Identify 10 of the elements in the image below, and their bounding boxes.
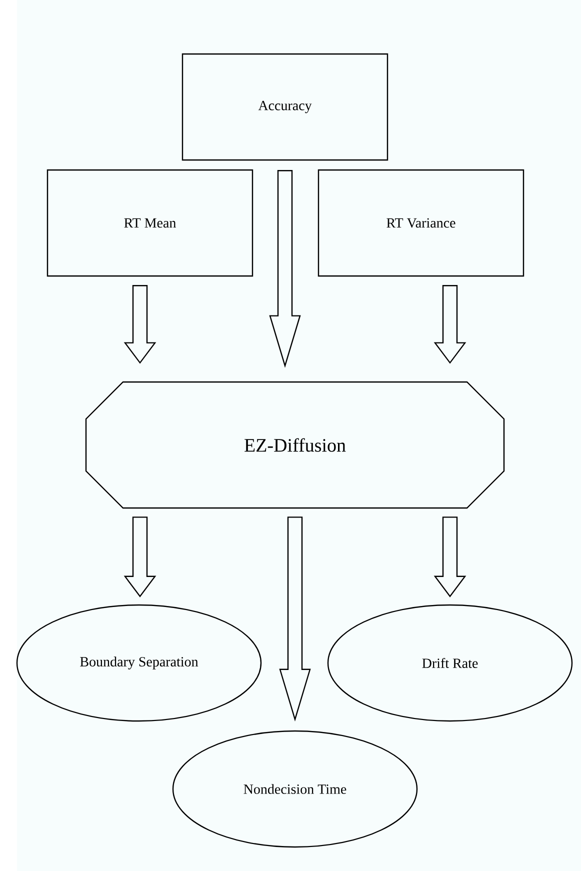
block-arrow xyxy=(269,170,301,368)
input-box: Accuracy xyxy=(182,53,388,161)
block-arrow xyxy=(434,285,466,364)
block-arrow xyxy=(434,516,466,598)
input-box: RT Variance xyxy=(318,169,524,277)
block-arrow xyxy=(124,516,156,598)
input-box: RT Mean xyxy=(46,169,254,277)
block-arrow xyxy=(279,516,311,722)
model-octagon: EZ-Diffusion xyxy=(85,381,505,509)
block-arrow xyxy=(124,285,156,364)
